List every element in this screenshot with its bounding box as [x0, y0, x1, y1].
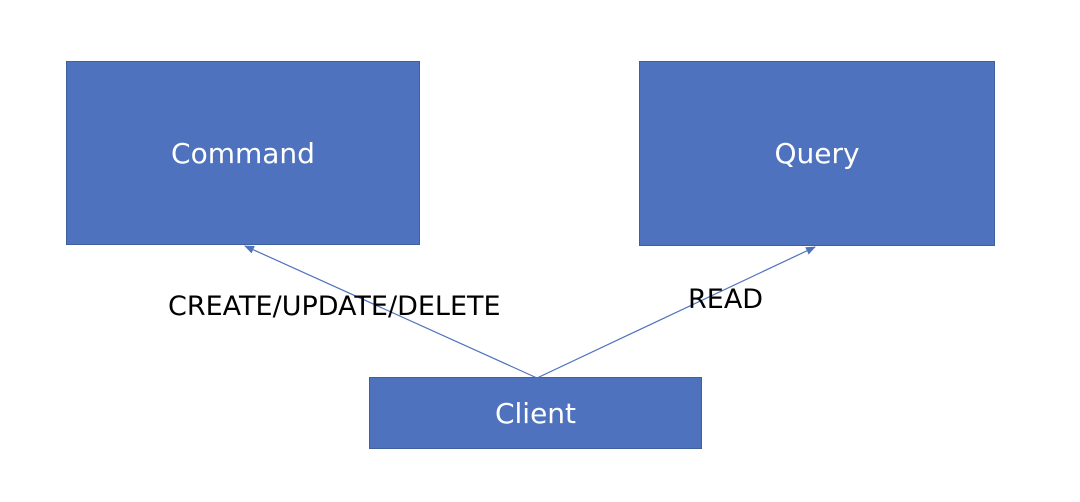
query-node: Query — [639, 61, 995, 246]
arrow-client-to-query — [536, 246, 816, 379]
command-node: Command — [66, 61, 420, 245]
edge-label-read: READ — [688, 284, 764, 315]
client-node: Client — [369, 377, 702, 449]
edge-label-create-update-delete: CREATE/UPDATE/DELETE — [168, 291, 501, 322]
command-node-label: Command — [171, 136, 315, 170]
client-node-label: Client — [494, 396, 577, 430]
query-node-label: Query — [774, 137, 860, 170]
